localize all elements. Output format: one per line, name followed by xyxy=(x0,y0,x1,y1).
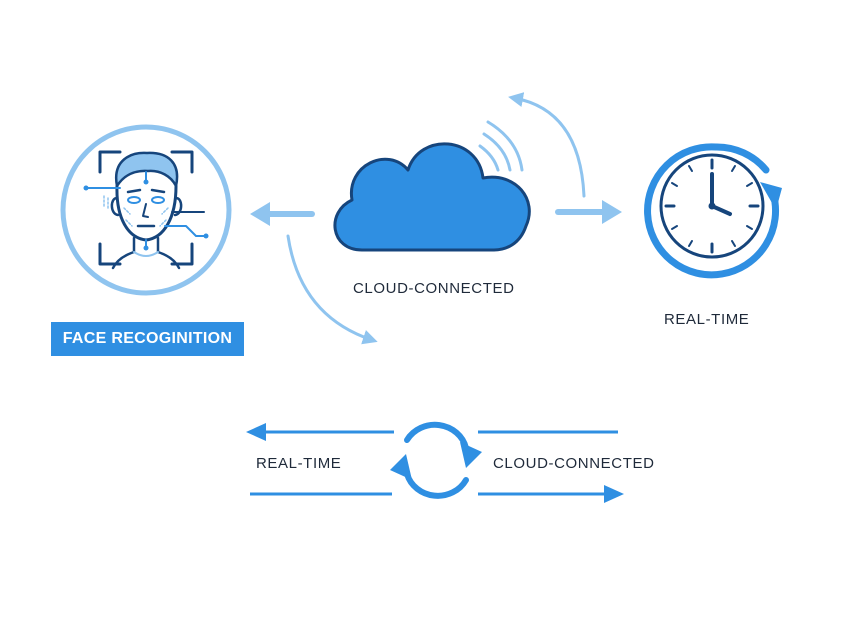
sync-arrow-left xyxy=(246,423,618,441)
cloud-node xyxy=(333,120,531,252)
arrow-cloud-to-face xyxy=(250,202,315,226)
sync-arrow-right xyxy=(250,485,624,503)
face-recognition-badge: FACE RECOGINITION xyxy=(51,322,244,356)
arrow-cloud-to-clock xyxy=(555,200,622,224)
cloud-wifi-icon xyxy=(333,120,531,252)
sync-left-label: REAL-TIME xyxy=(256,455,342,472)
face-recognition-node xyxy=(60,124,232,296)
sync-icon xyxy=(390,421,482,499)
face-scan-icon xyxy=(83,150,209,270)
real-time-label: REAL-TIME xyxy=(664,311,750,328)
arc-arrow-clock-to-top xyxy=(508,92,586,198)
clock-refresh-icon xyxy=(644,143,782,279)
cloud-connected-label: CLOUD-CONNECTED xyxy=(353,280,515,297)
arc-arrow-face-to-bottom xyxy=(286,234,378,345)
sync-right-label: CLOUD-CONNECTED xyxy=(493,455,655,472)
clock-node xyxy=(644,143,782,279)
